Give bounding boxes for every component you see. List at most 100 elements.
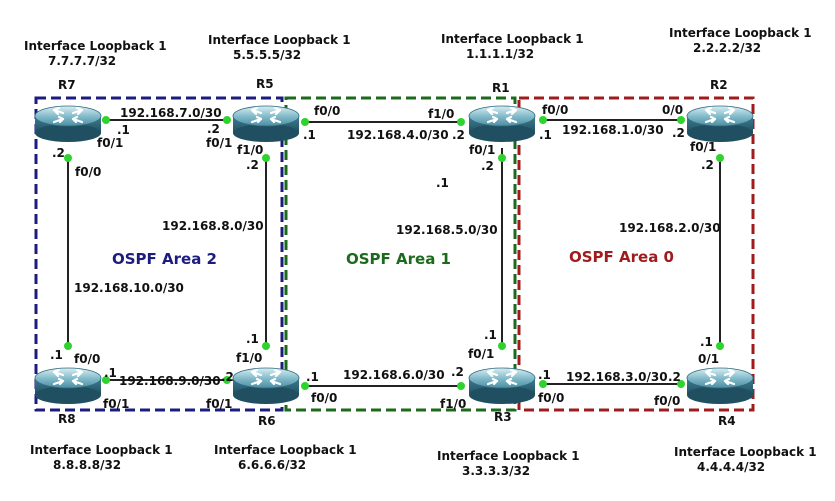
area0-label: OSPF Area 0 — [569, 248, 674, 266]
port-status-dot — [716, 342, 724, 350]
r7-loopback-title: Interface Loopback 1 — [24, 39, 167, 53]
interface-label: f0/1 — [206, 397, 233, 411]
interface-label: f0/0 — [542, 103, 569, 117]
r1-loopback-ip: 1.1.1.1/32 — [466, 47, 535, 61]
r6-loopback-ip: 6.6.6.6/32 — [238, 458, 307, 472]
host-label: .1 — [104, 366, 117, 380]
port-status-dot — [677, 380, 685, 388]
area2-label: OSPF Area 2 — [112, 250, 217, 268]
area1-label: OSPF Area 1 — [346, 250, 451, 268]
host-label-extra: .1 — [436, 176, 449, 190]
interface-label: f0/1 — [468, 347, 495, 361]
port-status-dot — [301, 118, 309, 126]
interface-label: f0/1 — [469, 143, 496, 157]
area1-boundary — [284, 96, 517, 412]
router-r1-name: R1 — [492, 81, 510, 95]
port-status-dot — [457, 118, 465, 126]
r1-loopback-title: Interface Loopback 1 — [441, 32, 584, 46]
port-status-dot — [223, 116, 231, 124]
port-status-dot — [677, 116, 685, 124]
subnet-label: 192.168.8.0/30 — [162, 219, 264, 233]
subnet-label: 192.168.7.0/30 — [120, 106, 222, 120]
host-label: .2 — [481, 159, 494, 173]
interface-label: f0/0 — [314, 104, 341, 118]
r3-loopback-ip: 3.3.3.3/32 — [462, 464, 531, 478]
port-status-dot — [262, 154, 270, 162]
host-label: .1 — [303, 128, 316, 142]
interface-label: f0/0 — [654, 394, 681, 408]
subnet-label: 192.168.1.0/30 — [562, 123, 664, 137]
port-status-dot — [498, 342, 506, 350]
host-label: .2 — [207, 122, 220, 136]
router-r7-icon[interactable] — [33, 104, 103, 144]
interface-label: 0/0 — [662, 103, 684, 117]
router-r3-name: R3 — [494, 410, 512, 424]
interface-label: f1/0 — [440, 397, 467, 411]
router-r4-name: R4 — [718, 414, 736, 428]
r8-loopback-title: Interface Loopback 1 — [30, 443, 173, 457]
router-r7-name: R7 — [58, 78, 76, 92]
router-r5-name: R5 — [256, 77, 274, 91]
interface-label: f1/0 — [237, 143, 264, 157]
area2-boundary — [34, 96, 284, 412]
subnet-label: 192.168.6.0/30 — [343, 368, 445, 382]
host-label: .2 — [701, 158, 714, 172]
host-label: .2 — [451, 365, 464, 379]
router-r4-icon[interactable] — [685, 366, 755, 406]
host-label: .2 — [452, 128, 465, 142]
router-r8-icon[interactable] — [33, 366, 103, 406]
host-label: .1 — [306, 370, 319, 384]
port-status-dot — [539, 380, 547, 388]
host-label: .1 — [539, 128, 552, 142]
port-status-dot — [64, 342, 72, 350]
host-label: .1 — [538, 368, 551, 382]
host-label: .1 — [700, 335, 713, 349]
area0-boundary — [517, 96, 755, 412]
r4-loopback-title: Interface Loopback 1 — [674, 445, 817, 459]
r7-loopback-ip: 7.7.7.7/32 — [48, 54, 117, 68]
port-status-dot — [102, 376, 110, 384]
interface-label: f0/1 — [690, 140, 717, 154]
host-label: .1 — [484, 328, 497, 342]
host-label: .1 — [117, 123, 130, 137]
router-r2-icon[interactable] — [685, 104, 755, 144]
interface-label: f0/1 — [103, 397, 130, 411]
r4-loopback-ip: 4.4.4.4/32 — [697, 460, 766, 474]
host-label: .2 — [668, 370, 681, 384]
interface-label: f0/1 — [97, 136, 124, 150]
interface-label: 0/1 — [698, 352, 720, 366]
host-label: .1 — [246, 332, 259, 346]
port-status-dot — [716, 154, 724, 162]
r2-loopback-title: Interface Loopback 1 — [669, 26, 812, 40]
interface-label: f1/0 — [428, 107, 455, 121]
subnet-label: 192.168.10.0/30 — [74, 281, 184, 295]
port-status-dot — [223, 376, 231, 384]
port-status-dot — [64, 154, 72, 162]
router-r2-name: R2 — [710, 78, 728, 92]
r8-loopback-ip: 8.8.8.8/32 — [53, 458, 122, 472]
r5-loopback-title: Interface Loopback 1 — [208, 33, 351, 47]
router-r3-icon[interactable] — [467, 366, 537, 406]
r6-loopback-title: Interface Loopback 1 — [214, 443, 357, 457]
router-r1-icon[interactable] — [467, 104, 537, 144]
subnet-label: 192.168.5.0/30 — [396, 223, 498, 237]
r5-loopback-ip: 5.5.5.5/32 — [233, 48, 302, 62]
r3-loopback-title: Interface Loopback 1 — [437, 449, 580, 463]
subnet-label: 192.168.9.0/30 — [119, 374, 221, 388]
port-status-dot — [539, 116, 547, 124]
host-label: .2 — [52, 146, 65, 160]
interface-label: f0/1 — [206, 136, 233, 150]
interface-label: f1/0 — [236, 351, 263, 365]
router-r6-icon[interactable] — [231, 366, 301, 406]
interface-label: f0/0 — [75, 165, 102, 179]
host-label: .2 — [221, 370, 234, 384]
interface-label: f0/0 — [311, 391, 338, 405]
host-label: .1 — [50, 348, 63, 362]
interface-label: f0/0 — [74, 352, 101, 366]
subnet-label: 192.168.3.0/30 — [566, 370, 668, 384]
router-r6-name: R6 — [258, 414, 276, 428]
router-r5-icon[interactable] — [231, 104, 301, 144]
port-status-dot — [498, 154, 506, 162]
